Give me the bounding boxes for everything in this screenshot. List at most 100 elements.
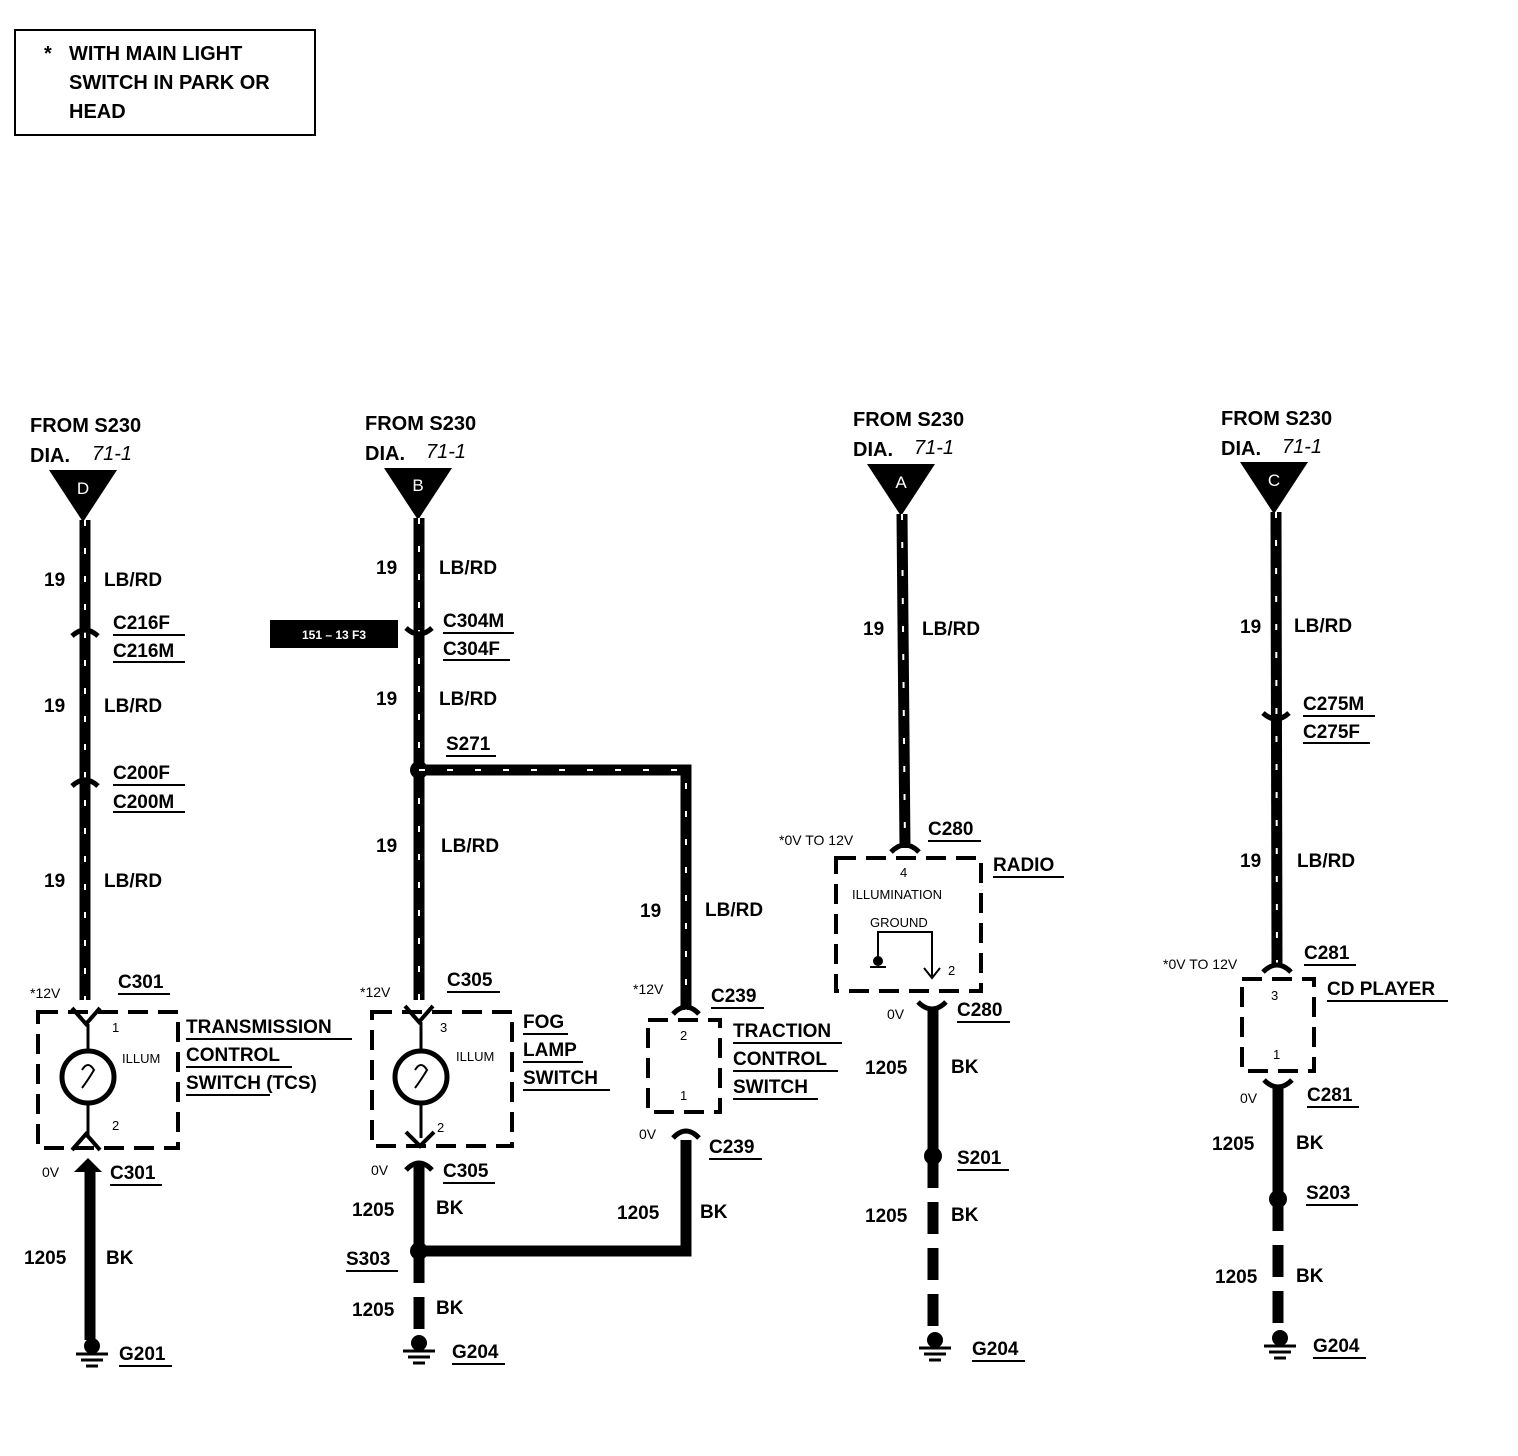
- ground-icon: [76, 1338, 108, 1368]
- connector-triangle: [1240, 462, 1308, 514]
- conn-c280-in: C280: [928, 819, 973, 840]
- conn-c280-out: C280: [957, 1000, 1002, 1021]
- dia-label: DIA.: [853, 439, 893, 461]
- connector-letter: D: [77, 479, 89, 498]
- reference-tag-text: 151 – 13 F3: [302, 628, 366, 642]
- circuit-a: FROM S230 DIA. 71-1 A 19 LB/RD *0V TO 12…: [779, 409, 1064, 1362]
- splice-s203: S203: [1306, 1183, 1350, 1204]
- conn-c305-out: C305: [443, 1161, 489, 1182]
- wire-color: LB/RD: [104, 871, 162, 892]
- ground-icon: [919, 1332, 951, 1362]
- wire-num: 19: [44, 570, 65, 591]
- wire-color: LB/RD: [1294, 616, 1352, 637]
- pin-arrow: [70, 1006, 102, 1028]
- conn-c281-in: C281: [1304, 943, 1350, 964]
- circuit-c: FROM S230 DIA. 71-1 C 19 LB/RD C275M C27…: [1163, 408, 1448, 1360]
- wire-num: 1205: [865, 1206, 908, 1227]
- wire-num: 19: [44, 696, 65, 717]
- connector-triangle: [867, 464, 935, 516]
- pin-arrow: [70, 1130, 102, 1152]
- wire-color: LB/RD: [104, 570, 162, 591]
- internal-ground-wire: [877, 931, 933, 976]
- voltage-in: *0V TO 12V: [1163, 956, 1238, 972]
- comp-line-2: CONTROL: [733, 1049, 827, 1070]
- illum-label: ILLUM: [122, 1051, 160, 1066]
- pin-arrow: [1262, 1078, 1294, 1090]
- pin-top: 2: [680, 1028, 687, 1043]
- illum-label: ILLUM: [456, 1049, 494, 1064]
- ground-g204: G204: [972, 1339, 1019, 1360]
- wire-num: 19: [1240, 851, 1261, 872]
- conn-c275-symbol: [1261, 711, 1291, 722]
- wire-num: 1205: [352, 1300, 395, 1321]
- note-line-3: HEAD: [69, 101, 126, 123]
- voltage-in: *12V: [360, 984, 391, 1000]
- comp-line-2: LAMP: [523, 1040, 577, 1061]
- wire-bk-traction: [419, 1140, 692, 1257]
- splice-s201: S201: [957, 1148, 1002, 1169]
- conn-c275f: C275F: [1303, 722, 1360, 743]
- pin-bot: 2: [948, 963, 955, 978]
- note-box: * WITH MAIN LIGHT SWITCH IN PARK OR HEAD: [14, 29, 316, 136]
- wire-color: LB/RD: [705, 900, 763, 921]
- arrow-down-icon: [923, 967, 941, 980]
- wire-num: 1205: [617, 1203, 660, 1224]
- dia-ref: 71-1: [914, 437, 954, 459]
- wire-stripe: [1275, 511, 1278, 967]
- lamp-filament-icon: [414, 1064, 429, 1089]
- wire-color: BK: [1296, 1266, 1324, 1287]
- pin-arrow: [889, 842, 921, 854]
- dia-label: DIA.: [365, 443, 405, 465]
- traction-component-box: [646, 1018, 722, 1114]
- comp-line-2: CONTROL: [186, 1045, 280, 1066]
- conn-c301-in: C301: [118, 972, 164, 993]
- conn-c305-in: C305: [447, 970, 493, 991]
- voltage-in: *12V: [633, 981, 664, 997]
- conn-c304-symbol: [404, 626, 434, 637]
- note-line-1: WITH MAIN LIGHT: [69, 43, 242, 65]
- conn-c216-symbol: [70, 627, 100, 638]
- conn-c304m: C304M: [443, 611, 504, 632]
- pin-bot: 2: [437, 1120, 444, 1135]
- wire-color: BK: [1296, 1133, 1324, 1154]
- dia-ref: 71-1: [92, 443, 132, 465]
- pin-top: 3: [1271, 988, 1278, 1003]
- dia-ref: 71-1: [1282, 436, 1322, 458]
- wire-color: BK: [436, 1198, 464, 1219]
- pin-arrow: [403, 1004, 435, 1026]
- splice-s271: S271: [446, 734, 491, 755]
- dia-label: DIA.: [1221, 438, 1261, 460]
- voltage-out: 0V: [42, 1164, 60, 1180]
- pin-arrow: [671, 1004, 701, 1016]
- wire-num: 19: [44, 871, 65, 892]
- wire-color: BK: [436, 1298, 464, 1319]
- wire-num: 19: [376, 689, 397, 710]
- wire-num: 1205: [24, 1248, 67, 1269]
- voltage-out: 0V: [1240, 1090, 1258, 1106]
- conn-c200f: C200F: [113, 763, 170, 784]
- comp-line-1: TRANSMISSION: [186, 1017, 332, 1038]
- internal-ground-icon: [870, 956, 886, 968]
- wire-num: 19: [1240, 617, 1261, 638]
- note-border: [14, 29, 316, 136]
- voltage-out: 0V: [887, 1006, 905, 1022]
- lamp-icon: [392, 1048, 450, 1106]
- conn-c216f: C216F: [113, 613, 170, 634]
- wire-color: LB/RD: [441, 836, 499, 857]
- wire-lb-rd: [896, 513, 911, 849]
- conn-c281-out: C281: [1307, 1085, 1353, 1106]
- wire-num: 1205: [352, 1200, 395, 1221]
- connector-letter: C: [1268, 471, 1280, 490]
- ground-icon: [1264, 1330, 1296, 1360]
- ground-g201: G201: [119, 1344, 166, 1365]
- lamp-icon: [59, 1048, 117, 1106]
- wire-num: 19: [376, 558, 397, 579]
- conn-c304f: C304F: [443, 639, 500, 660]
- voltage-out: 0V: [639, 1126, 657, 1142]
- connector-letter: A: [895, 473, 907, 492]
- comp-line-3: SWITCH (TCS): [186, 1073, 317, 1094]
- pin-top: 4: [900, 865, 907, 880]
- wire-color: LB/RD: [922, 619, 980, 640]
- reference-tag: [270, 620, 398, 648]
- from-label: FROM S230: [1221, 408, 1332, 430]
